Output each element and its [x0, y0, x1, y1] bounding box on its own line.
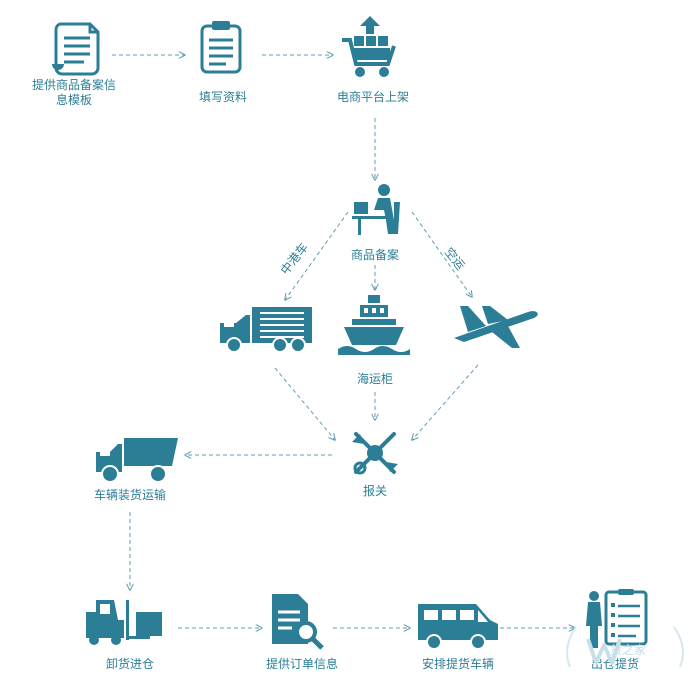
document-icon: [52, 22, 100, 76]
step-provide-template-label: 提供商品备案信息模板: [31, 78, 116, 107]
arrow-filing-to-plane: [411, 211, 472, 297]
shopping-cart-icon: [342, 16, 396, 77]
step-ecommerce-listing-label: 电商平台上架: [336, 90, 409, 104]
step-unload-warehouse-label: 卸货进仓: [105, 657, 154, 671]
forklift-icon: [86, 600, 162, 645]
clipboard-icon: [200, 21, 242, 74]
arrow-truck-to-customs: [274, 367, 335, 440]
step-arrange-vehicle-label: 安排提货车辆: [421, 657, 494, 671]
step-customs-declaration-label: 报关: [362, 484, 387, 498]
van-icon: [418, 604, 498, 650]
dump-truck-icon: [96, 438, 178, 483]
step-truck-loading-label: 车辆装货运输: [93, 488, 166, 502]
watermark-text: 货之家: [610, 643, 647, 657]
person-at-desk-icon: [352, 184, 400, 235]
arrow-plane-to-customs: [412, 364, 479, 440]
airplane-icon: [454, 306, 538, 348]
step-order-info-label: 提供订单信息: [265, 657, 338, 671]
document-search-icon: [272, 594, 324, 650]
container-truck-icon: [220, 307, 312, 353]
watermark-logo-icon: [566, 626, 684, 668]
step-pickup-label: 出仓提货: [590, 657, 639, 671]
step-fill-info-label: 填写资料: [198, 90, 247, 104]
customs-emblem-icon: [352, 432, 398, 475]
person-checklist-icon: [586, 589, 648, 648]
ship-icon: [338, 295, 410, 355]
step-sea-container-label: 海运柜: [356, 372, 393, 386]
step-product-filing-label: 商品备案: [350, 248, 399, 262]
